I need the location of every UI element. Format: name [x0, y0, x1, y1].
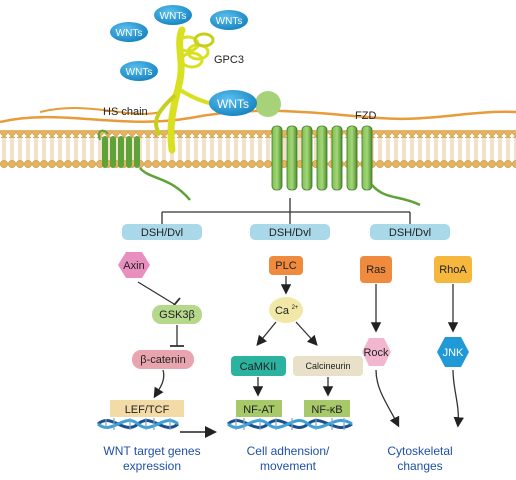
dsh-box-calcium — [250, 224, 330, 240]
nfkb-node — [304, 400, 350, 417]
wnt-ligand-bound: WNTs — [209, 90, 281, 117]
wnt-ligand-1: WNTs — [154, 5, 192, 25]
fzd-label: FZD — [355, 110, 376, 122]
svg-text:DSH/Dvl: DSH/Dvl — [269, 227, 311, 239]
svg-text:Ras: Ras — [366, 264, 386, 276]
gsk3b-node — [152, 305, 202, 324]
lef-tcf-node — [110, 400, 184, 417]
ca-node — [269, 297, 303, 323]
hs-chain-label: HS chain — [103, 106, 148, 118]
calcium-pathway: DSH/Dvl PLC Ca 2+ CaMKII Calcineurin NF-… — [231, 224, 363, 417]
plc-node — [269, 256, 303, 275]
canonical-outcome-line2: expression — [123, 459, 181, 473]
wnt-ligand-2: WNTs — [110, 22, 148, 42]
svg-text:Ca: Ca — [275, 305, 290, 317]
svg-text:Axin: Axin — [123, 260, 144, 272]
wnt-ligand-4: WNTs — [120, 61, 158, 81]
rhoa-node — [434, 256, 472, 283]
svg-text:2+: 2+ — [292, 305, 299, 311]
canonical-outcome-line1: WNT target genes — [103, 444, 200, 458]
branch-connectors — [161, 198, 411, 224]
pcp-outcome-line1: Cytoskeletal — [387, 444, 452, 458]
camkii-node — [231, 356, 286, 376]
svg-text:WNTs: WNTs — [116, 28, 143, 39]
rock-node — [362, 338, 391, 366]
nfat-node — [236, 400, 282, 417]
dsh-box-canonical — [122, 224, 202, 240]
svg-text:DSH/Dvl: DSH/Dvl — [141, 227, 183, 239]
svg-text:WNTs: WNTs — [160, 11, 187, 22]
svg-text:Rock: Rock — [363, 347, 389, 359]
svg-text:WNTs: WNTs — [217, 97, 249, 111]
svg-text:JNK: JNK — [443, 347, 464, 359]
bcatenin-node — [132, 350, 194, 369]
svg-text:DSH/Dvl: DSH/Dvl — [389, 227, 431, 239]
gpc3-label: GPC3 — [214, 54, 244, 66]
svg-text:GSK3β: GSK3β — [159, 309, 195, 321]
svg-text:LEF/TCF: LEF/TCF — [125, 404, 170, 416]
dna-canonical — [97, 418, 217, 438]
wnt-ligand-3: WNTs — [210, 10, 248, 30]
svg-text:WNTs: WNTs — [216, 16, 243, 27]
jnk-node — [437, 337, 469, 367]
cell-membrane — [0, 130, 516, 168]
svg-text:NF-κB: NF-κB — [311, 404, 342, 416]
hs-chain-receptor — [98, 129, 191, 201]
dsh-box-pcp — [370, 224, 450, 240]
svg-text:CaMKII: CaMKII — [240, 361, 277, 373]
pcp-outcome-line2: changes — [397, 459, 442, 473]
calcineurin-node — [293, 356, 363, 376]
pcp-pathway: DSH/Dvl Ras RhoA Rock JNK — [360, 224, 472, 428]
svg-text:Calcineurin: Calcineurin — [305, 361, 350, 371]
fzd-receptor — [271, 125, 421, 207]
axin-node — [118, 252, 150, 278]
svg-text:WNTs: WNTs — [126, 67, 153, 78]
canonical-pathway: DSH/Dvl Axin GSK3β β-catenin LEF/TCF — [110, 224, 202, 417]
svg-text:RhoA: RhoA — [439, 264, 467, 276]
dna-calcium — [227, 418, 353, 430]
svg-text:β-catenin: β-catenin — [140, 354, 185, 366]
calcium-outcome-line1: Cell adhension/ — [247, 444, 330, 458]
extracellular-strand — [0, 109, 516, 124]
ras-node — [360, 256, 392, 283]
svg-text:NF-AT: NF-AT — [243, 404, 275, 416]
calcium-outcome-line2: movement — [260, 459, 317, 473]
svg-text:PLC: PLC — [275, 260, 296, 272]
